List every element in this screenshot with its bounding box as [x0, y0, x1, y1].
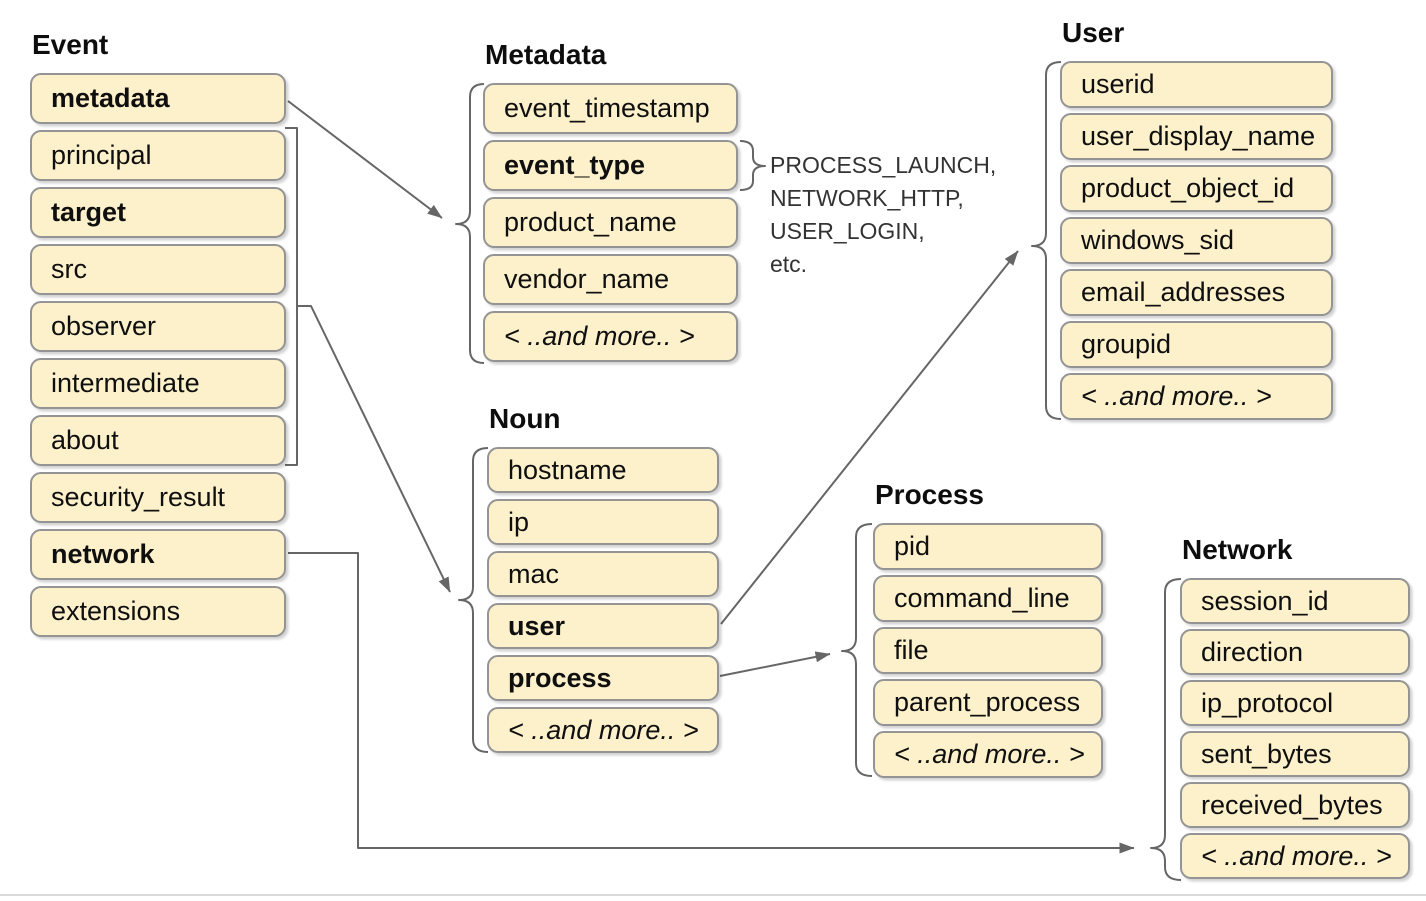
group-title-process: Process: [875, 479, 984, 510]
field-event-timestamp: event_timestamp: [483, 83, 738, 134]
event-type-values-note: PROCESS_LAUNCH, NETWORK_HTTP, USER_LOGIN…: [770, 149, 996, 281]
field-intermediate: intermediate: [30, 358, 286, 409]
field-windows-sid: windows_sid: [1060, 217, 1333, 264]
field-extensions: extensions: [30, 586, 286, 637]
field-sent-bytes: sent_bytes: [1180, 731, 1410, 777]
field-list-network: session_id direction ip_protocol sent_bytes…: [1180, 578, 1410, 879]
brace-noun-group: [458, 447, 489, 753]
bracket-event-noun-fields: [285, 127, 298, 466]
group-event: Event metadata principal target src observer…: [30, 29, 286, 637]
event-type-value: PROCESS_LAUNCH,: [770, 152, 997, 178]
field-product-name: product_name: [483, 197, 738, 248]
group-title-network: Network: [1182, 534, 1293, 565]
field-and-more: < ..and more.. >: [483, 311, 738, 362]
field-list-noun: hostname ip mac user process < ..and more.. >: [487, 447, 719, 753]
group-title-noun: Noun: [489, 403, 561, 434]
connector-event-noun: [297, 305, 451, 593]
connector-noun-process: [719, 651, 831, 677]
group-noun: Noun hostname ip mac user process < ..and mor…: [487, 403, 719, 753]
event-type-value: etc.: [770, 251, 808, 277]
field-userid: userid: [1060, 61, 1333, 108]
field-src: src: [30, 244, 286, 295]
field-command-line: command_line: [873, 575, 1103, 622]
field-email-addresses: email_addresses: [1060, 269, 1333, 316]
field-groupid: groupid: [1060, 321, 1333, 368]
event-type-value: USER_LOGIN,: [770, 218, 925, 244]
field-file: file: [873, 627, 1103, 674]
field-target: target: [30, 187, 286, 238]
page-bottom-divider: [0, 894, 1426, 896]
field-and-more: < ..and more.. >: [487, 707, 719, 753]
field-network: network: [30, 529, 286, 580]
field-about: about: [30, 415, 286, 466]
field-observer: observer: [30, 301, 286, 352]
field-list-user: userid user_display_name product_object_id…: [1060, 61, 1333, 420]
group-user: User userid user_display_name product_obje…: [1060, 17, 1333, 420]
field-and-more: < ..and more.. >: [873, 731, 1103, 778]
field-pid: pid: [873, 523, 1103, 570]
field-process: process: [487, 655, 719, 701]
brace-user-group: [1031, 61, 1062, 420]
field-security-result: security_result: [30, 472, 286, 523]
field-list-event: metadata principal target src observer interm…: [30, 73, 286, 637]
brace-process-group: [841, 523, 873, 777]
field-vendor-name: vendor_name: [483, 254, 738, 305]
field-received-bytes: received_bytes: [1180, 782, 1410, 828]
field-direction: direction: [1180, 629, 1410, 675]
field-parent-process: parent_process: [873, 679, 1103, 726]
brace-event-type-values: [739, 140, 766, 191]
field-user-display-name: user_display_name: [1060, 113, 1333, 160]
field-principal: principal: [30, 130, 286, 181]
field-and-more: < ..and more.. >: [1180, 833, 1410, 879]
group-title-event: Event: [32, 29, 109, 60]
field-metadata: metadata: [30, 73, 286, 124]
field-hostname: hostname: [487, 447, 719, 493]
group-title-user: User: [1062, 17, 1125, 48]
field-user: user: [487, 603, 719, 649]
field-session-id: session_id: [1180, 578, 1410, 624]
field-mac: mac: [487, 551, 719, 597]
field-product-object-id: product_object_id: [1060, 165, 1333, 212]
field-event-type: event_type: [483, 140, 738, 191]
field-ip: ip: [487, 499, 719, 545]
field-ip-protocol: ip_protocol: [1180, 680, 1410, 726]
event-type-value: NETWORK_HTTP,: [770, 185, 964, 211]
connector-event-metadata: [287, 100, 443, 219]
brace-network-group: [1150, 578, 1182, 881]
field-and-more: < ..and more.. >: [1060, 373, 1333, 420]
group-title-metadata: Metadata: [485, 39, 607, 70]
brace-metadata-group: [455, 83, 485, 364]
